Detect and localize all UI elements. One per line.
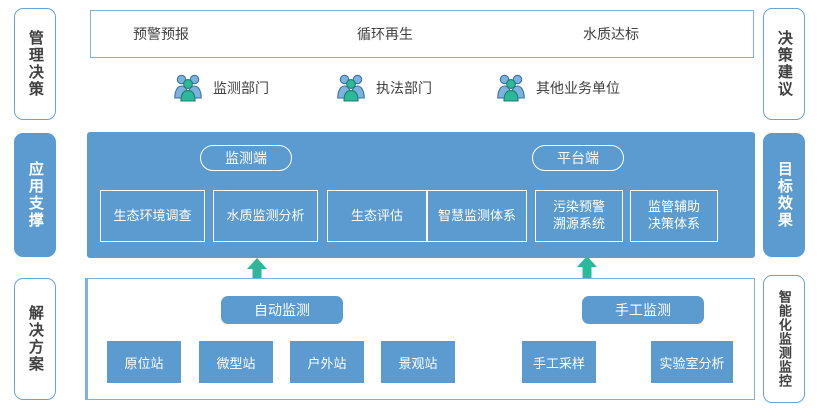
actor-label: 其他业务单位 (536, 80, 620, 96)
card-eco-evaluation[interactable]: 生态评估 (327, 190, 427, 242)
sidebar-label-target-effect: 目标效果 (763, 133, 805, 257)
sidebar-label-text: 目标效果 (775, 161, 793, 229)
card-landscape-station[interactable]: 景观站 (381, 341, 455, 383)
sidebar-label-solution: 解决方案 (14, 278, 56, 400)
sidebar-label-text: 管理决策 (26, 30, 44, 98)
goal-item-early-warning: 预警预报 (133, 26, 189, 42)
card-laboratory-analysis[interactable]: 实验室分析 (651, 341, 733, 383)
up-arrow-icon (246, 258, 268, 282)
card-in-situ-station[interactable]: 原位站 (107, 341, 181, 383)
actor-monitoring-department: 监测部门 (172, 72, 269, 104)
sidebar-label-intelligent-monitoring: 智能化监测监控 (763, 275, 805, 403)
actors-row: 监测部门 执法部门 (90, 70, 754, 118)
actor-label: 监测部门 (213, 80, 269, 96)
card-water-quality-analysis[interactable]: 水质监测分析 (213, 190, 318, 242)
sidebar-label-application-support: 应用支撑 (14, 133, 56, 257)
card-manual-sampling[interactable]: 手工采样 (522, 341, 596, 383)
up-arrow-icon (576, 256, 598, 280)
application-support-panel: 监测端 平台端 生态环境调查 水质监测分析 生态评估 智慧监测体系 污染预警溯源… (87, 132, 755, 258)
panel-heading-platform-end: 平台端 (532, 145, 624, 171)
sidebar-label-text: 智能化监测监控 (776, 290, 792, 388)
actor-enforcement-department: 执法部门 (335, 72, 432, 104)
sidebar-label-management-decision: 管理决策 (14, 8, 56, 120)
goal-item-recycling: 循环再生 (357, 26, 413, 42)
card-eco-environment-survey[interactable]: 生态环境调查 (100, 190, 205, 242)
card-outdoor-station[interactable]: 户外站 (290, 341, 364, 383)
card-pollution-warning-tracing[interactable]: 污染预警溯源系统 (535, 190, 623, 242)
actor-label: 执法部门 (376, 80, 432, 96)
actor-other-business-unit: 其他业务单位 (495, 72, 620, 104)
sidebar-label-decision-advice: 决策建议 (763, 8, 805, 120)
card-smart-monitoring-system[interactable]: 智慧监测体系 (427, 190, 527, 242)
goal-item-water-quality: 水质达标 (583, 26, 639, 42)
people-group-icon (335, 72, 367, 104)
panel-heading-monitoring-end: 监测端 (200, 145, 292, 171)
goals-box: 预警预报 循环再生 水质达标 (90, 10, 754, 58)
people-group-icon (495, 72, 527, 104)
card-micro-station[interactable]: 微型站 (199, 341, 273, 383)
people-group-icon (172, 72, 204, 104)
solution-panel: 自动监测 手工监测 原位站 微型站 户外站 景观站 手工采样 实验室分析 (85, 278, 755, 400)
sidebar-label-text: 应用支撑 (26, 161, 44, 229)
panel-heading-manual-monitoring: 手工监测 (582, 296, 704, 324)
card-supervision-decision-system[interactable]: 监管辅助决策体系 (630, 190, 718, 242)
panel-heading-automatic-monitoring: 自动监测 (221, 296, 343, 324)
sidebar-label-text: 决策建议 (775, 30, 793, 98)
sidebar-label-text: 解决方案 (26, 305, 44, 373)
